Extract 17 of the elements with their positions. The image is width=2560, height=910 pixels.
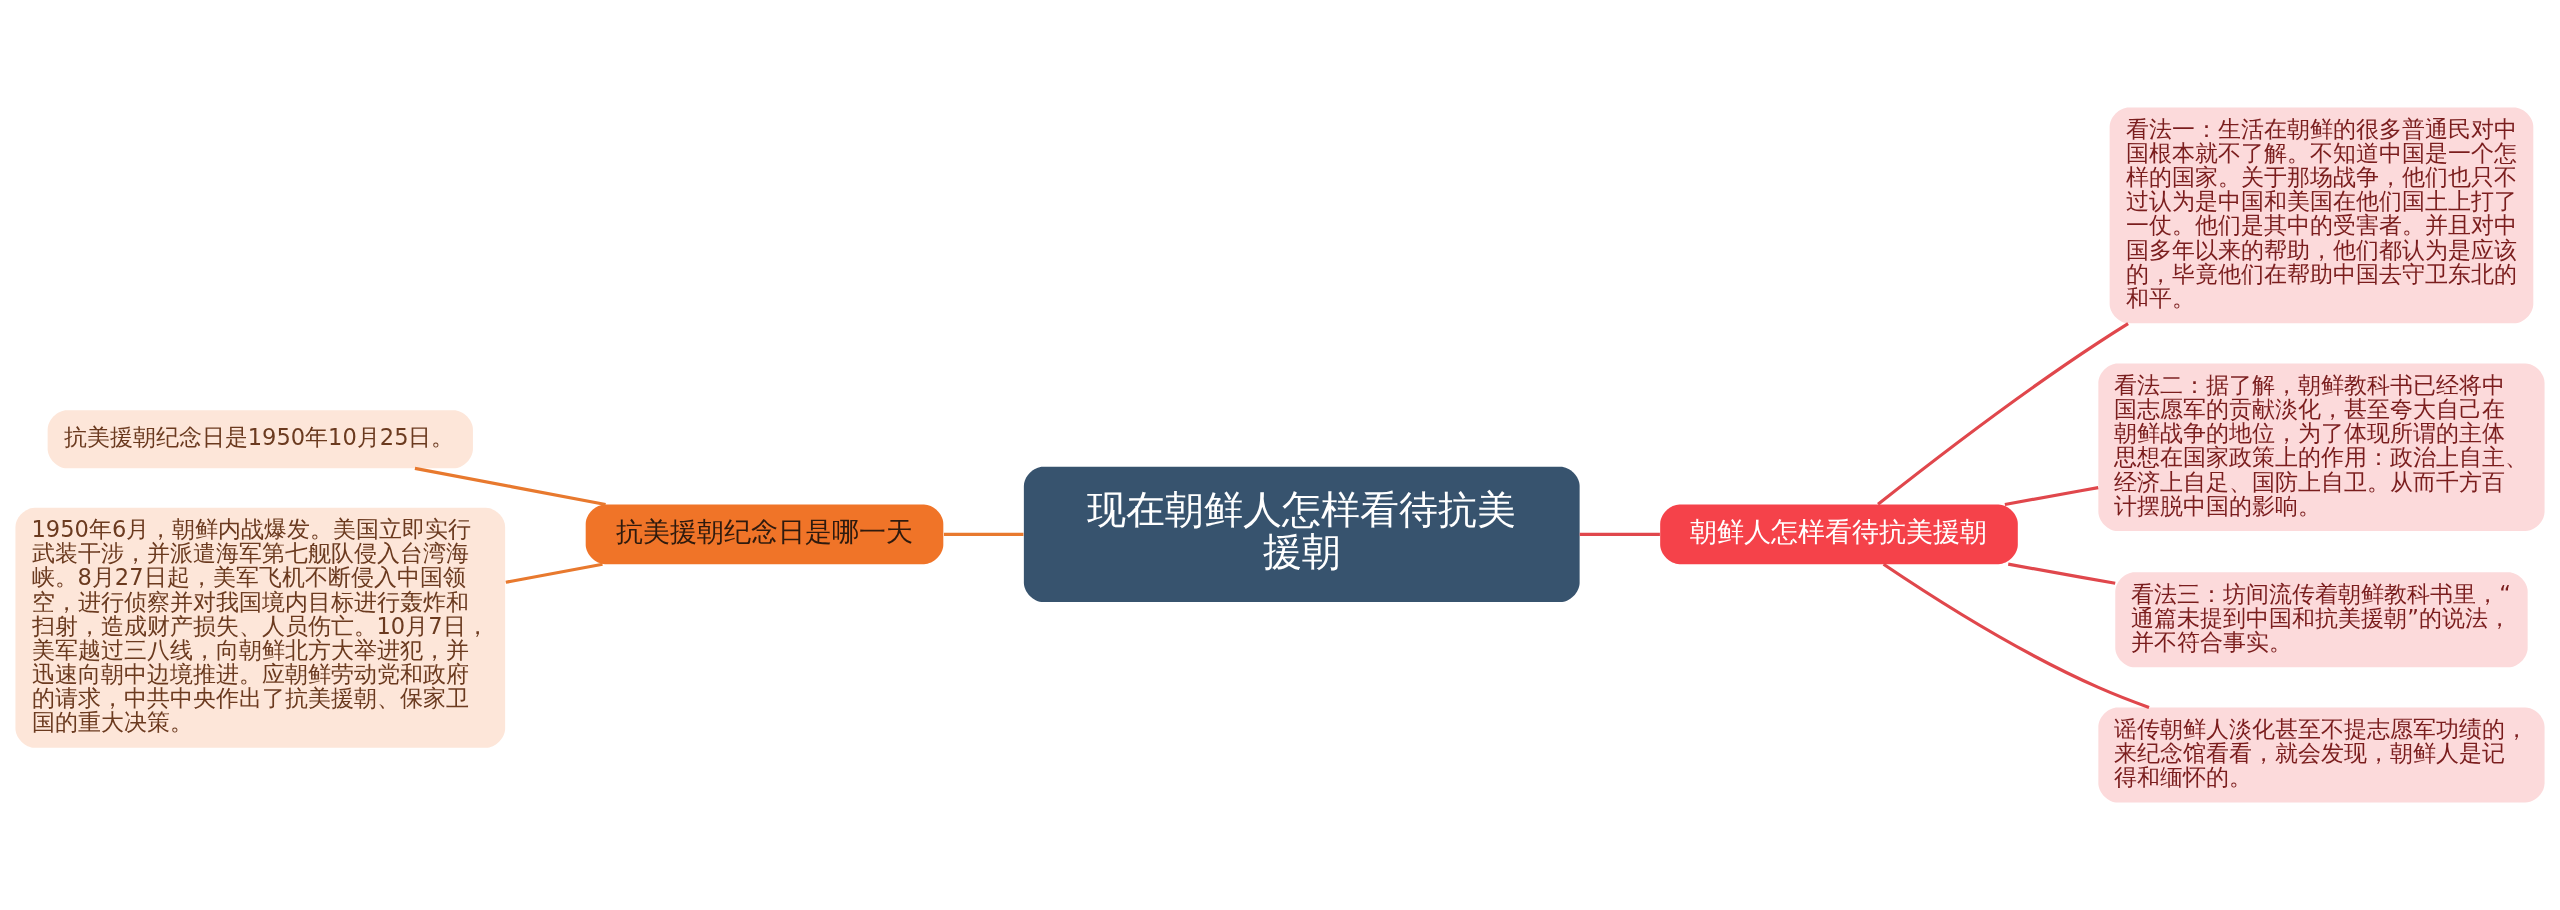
connector (1877, 322, 2129, 506)
node-box: 看法一：生活在朝鲜的很多普通民对中国根本就不了解。不知道中国是一个怎样的国家。关于那场战争，他们也只不过认为是中国和美国在他们国土上打了一仗。他们是其中的受害者。并且对中国多年以来的帮助，他们都认为是应该的，毕竟他们在帮助中国去守卫东北的和平。 (2109, 107, 2534, 324)
node-box: 看法三：坊间流传着朝鲜教科书里，“通篇未提到中国和抗美援朝”的说法，并不符合事实。 (2115, 572, 2528, 668)
node-box: 朝鲜人怎样看待抗美援朝 (1660, 504, 2018, 565)
node-box: 抗美援朝纪念日是1950年10月25日。 (47, 410, 473, 469)
connector (943, 532, 1024, 536)
connector (414, 466, 606, 507)
connector (505, 562, 603, 584)
node-box: 1950年6月，朝鲜内战爆发。美国立即实行武装干涉，并派遣海军第七舰队侵入台湾海峡。8月27日起，美军飞机不断侵入中国领空，进行侦察并对我国境内目标进行轰炸和扫射，造成财产损失、人员伤亡。10月7日，美军越过三八线，向朝鲜北方大举进犯，并迅速向朝中边境推进。应朝鲜劳动党和政府的请求，中共中央作出了抗美援朝、保家卫国的重大决策。 (15, 507, 506, 748)
connector (2004, 486, 2099, 507)
connector (1579, 532, 1660, 536)
connector (1882, 562, 2150, 709)
node-box: 谣传朝鲜人淡化甚至不提志愿军功绩的，来纪念馆看看，就会发现，朝鲜人是记得和缅怀的。 (2098, 707, 2545, 803)
node-box: 现在朝鲜人怎样看待抗美援朝 (1023, 466, 1580, 602)
node-box: 看法二：据了解，朝鲜教科书已经将中国志愿军的贡献淡化，甚至夸大自己在朝鲜战争的地位，为了体现所谓的主体思想在国家政策上的作用：政治上自主、经济上自足、国防上自卫。从而千方百计摆脱中国的影响。 (2098, 363, 2545, 532)
node-box: 抗美援朝纪念日是哪一天 (585, 504, 944, 565)
connector (2007, 562, 2116, 585)
